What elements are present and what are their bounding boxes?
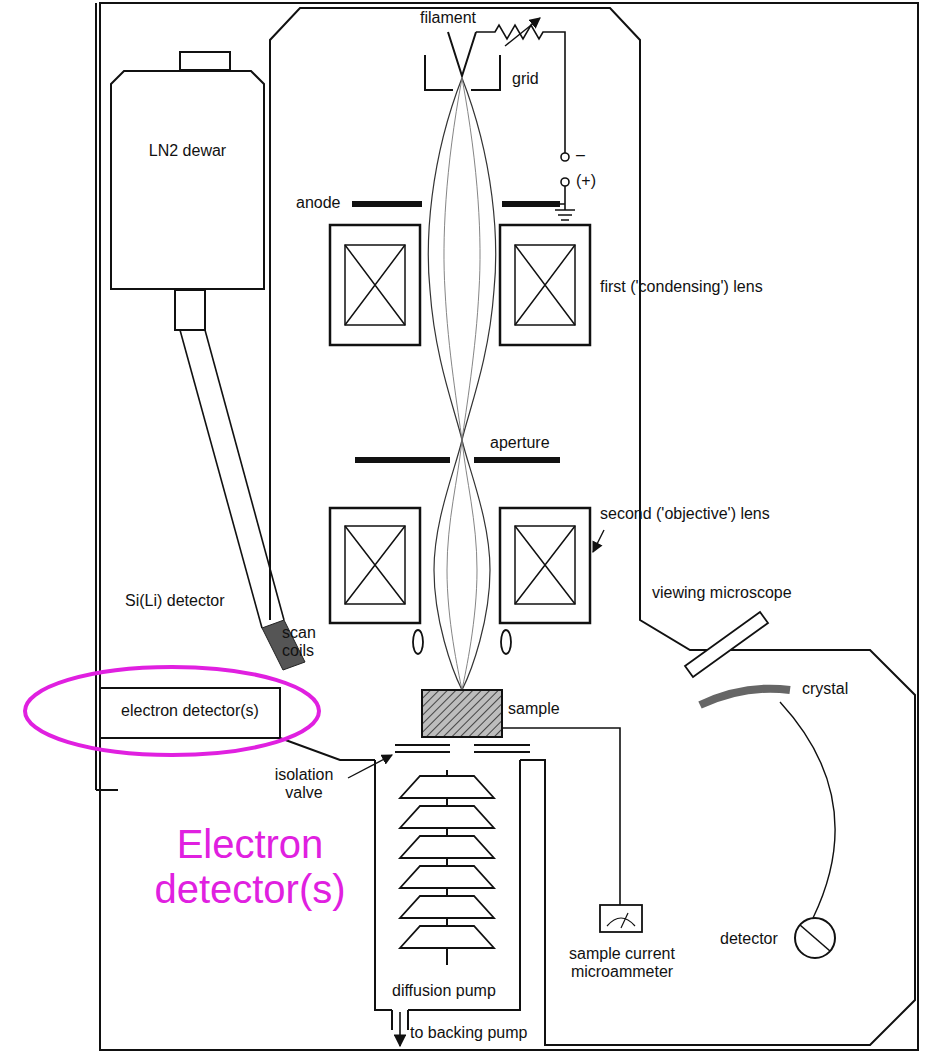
frame-tick [96, 789, 118, 791]
part-label: first ('condensing') lens [600, 278, 763, 296]
part-label: diffusion pump [392, 982, 496, 1000]
lens-coil [515, 526, 575, 604]
backing-arrow [399, 1012, 401, 1046]
anode-plate [502, 201, 560, 207]
pump-body [375, 760, 520, 1010]
annotation-label: Electron detector(s) [140, 822, 360, 912]
objective-lens [330, 508, 590, 623]
dewar-outline [110, 70, 265, 290]
pump-baffle [400, 866, 494, 888]
electron-detector-box [100, 688, 280, 738]
diffusion-pump-symbol [375, 760, 520, 1046]
part-label: aperture [490, 434, 550, 452]
grid-right [471, 55, 500, 90]
sample-block [422, 690, 502, 737]
microammeter-symbol [600, 905, 642, 932]
highlight-ellipse-outline [25, 667, 319, 755]
crystal-symbol [700, 689, 790, 705]
lens-pole [330, 225, 420, 345]
part-label: anode [296, 194, 341, 212]
viewing-microscope-tube [685, 612, 768, 677]
meter-scale [607, 918, 635, 926]
terminal-sign: – [576, 146, 585, 164]
lens-pole [500, 225, 590, 345]
lens-cross [515, 526, 575, 604]
isolation-valve [395, 745, 530, 752]
pump-baffle [400, 926, 494, 948]
terminal-sign: (+) [576, 172, 596, 190]
part-label: scan coils [282, 624, 334, 661]
node-text: LN2 dewar [149, 142, 226, 160]
anode-wire [560, 186, 565, 210]
lens-cross [345, 245, 405, 325]
variable-resistor-arrow [505, 18, 540, 46]
page-frame [100, 3, 918, 1050]
chamber-lower-wall [280, 738, 375, 760]
pump-baffle [400, 776, 494, 798]
beam-envelope [428, 78, 462, 690]
pump-baffle [400, 896, 494, 918]
aperture-plate [355, 457, 450, 463]
part-label: Si(Li) detector [125, 592, 225, 610]
part-label: viewing microscope [652, 584, 792, 602]
part-label: crystal [802, 680, 848, 698]
column-chamber-outline [270, 8, 915, 1045]
beam-ray [462, 78, 480, 690]
lens-pole [330, 508, 420, 623]
node-text: electron detector(s) [121, 702, 259, 720]
negative-terminal [561, 153, 569, 161]
ground-symbol [555, 210, 575, 220]
part-label: to backing pump [410, 1024, 527, 1042]
dewar-outline [111, 71, 264, 289]
scan-coil [501, 630, 511, 654]
dewar-neck [175, 290, 205, 330]
dewar-lid [180, 52, 230, 70]
x-ray-detector-symbol [795, 918, 835, 958]
lens-pole [500, 508, 590, 623]
grid-left [425, 55, 453, 90]
detector-arm [180, 330, 262, 628]
aperture-plate [474, 457, 560, 463]
detector-slit [800, 925, 830, 951]
part-label: isolation valve [262, 766, 346, 803]
scan-coil [413, 630, 423, 654]
lens-coil [345, 526, 405, 604]
lens-cross [515, 245, 575, 325]
detector-arm [205, 330, 284, 620]
leader-arrow [348, 755, 392, 778]
pump-baffle [400, 836, 494, 858]
filament-symbol [448, 32, 476, 76]
part-label: grid [512, 70, 539, 88]
beam-envelope [462, 78, 496, 690]
rowland-circle-arc [780, 702, 835, 918]
lens-coil [345, 245, 405, 325]
highlight-ellipse: electron detector(s) [22, 664, 322, 758]
beam-ray [444, 78, 462, 690]
lens-coil [515, 245, 575, 325]
part-label: second ('objective') lens [600, 505, 770, 523]
part-label: detector [720, 930, 778, 948]
anode-plate [352, 201, 422, 207]
leader-arrow [593, 530, 604, 552]
meter-needle [621, 913, 628, 928]
dewar-box: LN2 dewar [110, 70, 265, 290]
condenser-lens [330, 225, 590, 345]
part-label: filament [420, 9, 476, 27]
lens-cross [345, 526, 405, 604]
part-label: sample current microammeter [552, 945, 692, 982]
positive-terminal [561, 178, 569, 186]
pump-baffle [400, 806, 494, 828]
part-label: sample [508, 700, 560, 718]
